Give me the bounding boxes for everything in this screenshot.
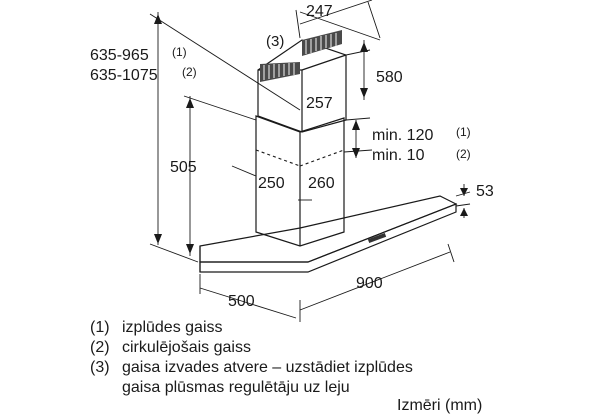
dim-min-120: min. 120 xyxy=(372,127,433,144)
chimney-depth-dimension xyxy=(295,0,381,41)
units-label: Izmēri (mm) xyxy=(397,397,483,414)
lower-chimney xyxy=(255,115,345,247)
legend-text-3-cont: gaisa plūsmas regulētāju uz leju xyxy=(122,379,350,396)
control-panel xyxy=(367,233,387,243)
legend-text-2: cirkulējošais gaiss xyxy=(122,339,251,356)
legend-text-3: gaisa izvades atvere – uzstādiet izplūde… xyxy=(122,359,413,376)
min-clearance-dimension xyxy=(343,120,373,158)
legend-num-3: (3) xyxy=(90,359,110,376)
air-outlet-grille-left xyxy=(260,62,300,82)
legend-item-1: (1) izplūdes gaiss xyxy=(90,318,223,338)
lower-width-depth-arrows xyxy=(231,165,312,201)
upper-chimney xyxy=(257,30,347,133)
total-height-dimension xyxy=(149,12,301,263)
legend-item-3-cont: gaisa plūsmas regulētāju uz leju xyxy=(90,378,350,398)
dim-500: 500 xyxy=(228,293,255,310)
air-outlet-grille-right xyxy=(302,30,342,56)
upper-chimney-height-dimension xyxy=(345,40,371,121)
dim-min-10: min. 10 xyxy=(372,147,425,164)
dim-total-height-2-note: (2) xyxy=(182,65,197,79)
dim-total-height-1-note: (1) xyxy=(172,45,187,59)
legend-item-3: (3) gaisa izvades atvere – uzstādiet izpl… xyxy=(90,358,413,378)
lower-height-dimension xyxy=(183,95,257,256)
legend-num-1: (1) xyxy=(90,319,110,336)
dim-min-10-note: (2) xyxy=(456,147,471,161)
dim-250: 250 xyxy=(258,175,285,192)
legend-num-2: (2) xyxy=(90,339,110,356)
legend-text-1: izplūdes gaiss xyxy=(122,319,223,336)
hood-width-dimension xyxy=(299,243,455,322)
dim-total-height-1: 635-965 xyxy=(90,47,149,64)
dim-min-120-note: (1) xyxy=(456,125,471,139)
dim-total-height-2: 635-1075 xyxy=(90,67,158,84)
callout-3: (3) xyxy=(266,33,284,50)
dim-257: 257 xyxy=(306,95,333,112)
dim-247: 247 xyxy=(306,3,333,20)
hood-canopy xyxy=(199,195,458,273)
dim-900: 900 xyxy=(356,275,383,292)
dim-580: 580 xyxy=(376,69,403,86)
hood-thickness-dimension xyxy=(455,184,471,218)
dim-260: 260 xyxy=(308,175,335,192)
hood-depth-dimension xyxy=(199,274,297,319)
dim-505: 505 xyxy=(170,159,197,176)
legend-item-2: (2) cirkulējošais gaiss xyxy=(90,338,251,358)
dim-53: 53 xyxy=(476,183,494,200)
